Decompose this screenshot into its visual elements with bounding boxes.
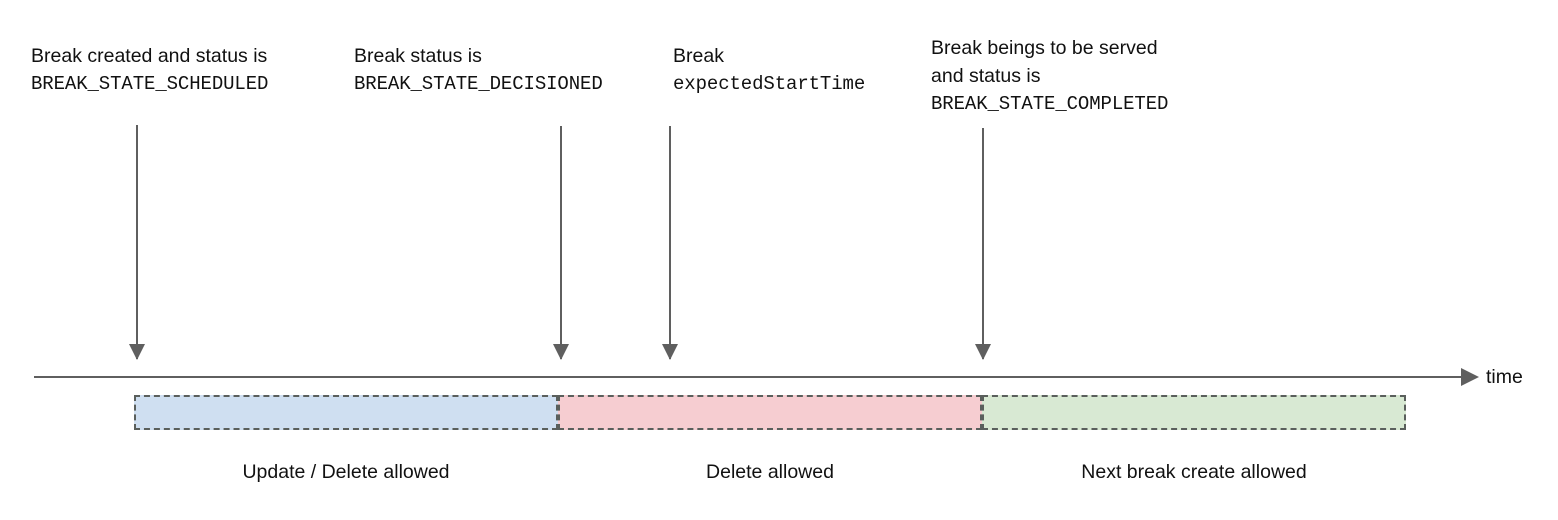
pointer-arrow-head <box>975 344 991 360</box>
pointer-arrow-stem <box>136 125 138 359</box>
pointer-arrow-down-icon-decisioned <box>553 126 569 360</box>
pointer-arrow-head <box>662 344 678 360</box>
annotation-expected-start-time-line-2: expectedStartTime <box>673 73 866 95</box>
phase-bar-next-create <box>982 395 1406 430</box>
pointer-arrow-stem <box>669 126 671 359</box>
pointer-arrow-stem <box>982 128 984 359</box>
pointer-arrow-down-icon-scheduled <box>129 125 145 360</box>
annotation-expected-start-time-line-1: Break <box>673 45 724 67</box>
annotation-scheduled-line-1: Break created and status is <box>31 45 268 67</box>
annotation-completed-line-2: and status is <box>931 65 1041 87</box>
phase-caption-delete: Delete allowed <box>706 461 834 483</box>
pointer-arrow-down-icon-completed <box>975 128 991 360</box>
annotation-scheduled: Break created and status is BREAK_STATE_… <box>31 42 268 98</box>
annotation-completed-line-3: BREAK_STATE_COMPLETED <box>931 93 1169 115</box>
annotation-decisioned-line-2: BREAK_STATE_DECISIONED <box>354 73 603 95</box>
annotation-decisioned: Break status is BREAK_STATE_DECISIONED <box>354 42 603 98</box>
annotation-decisioned-line-1: Break status is <box>354 45 482 67</box>
annotation-completed: Break beings to be served and status is … <box>931 34 1168 118</box>
annotation-expected-start-time: Break expectedStartTime <box>673 42 865 98</box>
phase-bar-delete <box>558 395 982 430</box>
pointer-arrow-head <box>553 344 569 360</box>
pointer-arrow-head <box>129 344 145 360</box>
time-axis-label: time <box>1486 366 1523 388</box>
phase-bar-update-delete <box>134 395 558 430</box>
annotation-scheduled-line-2: BREAK_STATE_SCHEDULED <box>31 73 269 95</box>
phase-caption-update-delete: Update / Delete allowed <box>242 461 450 483</box>
time-axis-line <box>34 376 1469 378</box>
pointer-arrow-stem <box>560 126 562 359</box>
arrow-right-icon <box>1461 368 1479 386</box>
annotation-completed-line-1: Break beings to be served <box>931 37 1158 59</box>
phase-caption-next-create: Next break create allowed <box>1081 461 1307 483</box>
pointer-arrow-down-icon-expected-start-time <box>662 126 678 360</box>
